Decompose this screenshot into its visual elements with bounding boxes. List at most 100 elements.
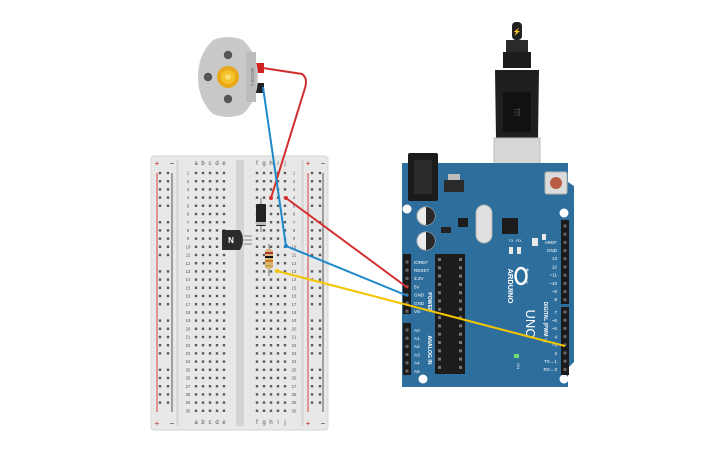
breadboard-hole[interactable] [201, 262, 205, 265]
rail-hole[interactable] [166, 253, 170, 257]
breadboard-hole[interactable] [201, 360, 205, 363]
breadboard-hole[interactable] [208, 385, 212, 388]
rail-hole[interactable] [310, 245, 314, 248]
rail-hole[interactable] [166, 171, 170, 175]
header-pin[interactable] [563, 318, 567, 322]
header-pin[interactable] [405, 336, 409, 340]
rail-hole[interactable] [310, 401, 314, 404]
breadboard-hole[interactable] [269, 344, 273, 347]
breadboard-hole[interactable] [201, 393, 205, 396]
breadboard-hole[interactable] [201, 212, 205, 216]
breadboard-hole[interactable] [283, 204, 287, 207]
breadboard-hole[interactable] [276, 303, 280, 306]
rail-hole[interactable] [318, 385, 322, 388]
rail-hole[interactable] [318, 344, 322, 347]
breadboard-hole[interactable] [208, 245, 212, 248]
breadboard-hole[interactable] [222, 401, 226, 404]
breadboard-hole[interactable] [283, 212, 287, 216]
rail-hole[interactable] [310, 393, 314, 396]
breadboard-hole[interactable] [215, 360, 219, 363]
breadboard-hole[interactable] [262, 352, 266, 355]
breadboard-hole[interactable] [194, 286, 198, 289]
rail-hole[interactable] [158, 385, 162, 388]
breadboard-hole[interactable] [276, 360, 280, 363]
rail-hole[interactable] [318, 229, 322, 232]
breadboard-hole[interactable] [215, 335, 219, 339]
rail-hole[interactable] [158, 368, 162, 371]
breadboard-hole[interactable] [255, 171, 259, 175]
header-pin[interactable] [405, 344, 409, 348]
wire-yellow-pin3[interactable] [276, 270, 566, 347]
rail-hole[interactable] [310, 237, 314, 240]
breadboard-hole[interactable] [201, 270, 205, 273]
breadboard-hole[interactable] [269, 311, 273, 314]
rail-hole[interactable] [318, 303, 322, 306]
header-pin[interactable] [563, 298, 567, 302]
breadboard-hole[interactable] [262, 278, 266, 281]
breadboard-hole[interactable] [194, 229, 198, 232]
breadboard-hole[interactable] [201, 253, 205, 257]
rail-hole[interactable] [166, 221, 170, 224]
rail-hole[interactable] [318, 368, 322, 371]
breadboard-hole[interactable] [208, 180, 212, 183]
breadboard-hole[interactable] [194, 245, 198, 248]
breadboard-hole[interactable] [208, 286, 212, 289]
breadboard-hole[interactable] [194, 237, 198, 240]
rail-hole[interactable] [166, 385, 170, 388]
rail-hole[interactable] [166, 393, 170, 396]
breadboard-hole[interactable] [201, 344, 205, 347]
breadboard-hole[interactable] [222, 327, 226, 330]
breadboard-hole[interactable] [276, 368, 280, 371]
breadboard-hole[interactable] [283, 229, 287, 232]
breadboard-hole[interactable] [269, 229, 273, 232]
breadboard-hole[interactable] [262, 303, 266, 306]
breadboard-hole[interactable] [201, 376, 205, 380]
rail-hole[interactable] [166, 180, 170, 183]
breadboard-hole[interactable] [222, 335, 226, 339]
rail-hole[interactable] [158, 344, 162, 347]
rail-hole[interactable] [158, 204, 162, 207]
breadboard-hole[interactable] [262, 385, 266, 388]
breadboard-hole[interactable] [194, 270, 198, 273]
breadboard-hole[interactable] [208, 303, 212, 306]
breadboard-hole[interactable] [255, 360, 259, 363]
breadboard-hole[interactable] [262, 393, 266, 396]
breadboard-hole[interactable] [222, 253, 226, 257]
rail-hole[interactable] [318, 278, 322, 281]
breadboard-hole[interactable] [262, 196, 266, 199]
rail-hole[interactable] [318, 270, 322, 273]
breadboard-hole[interactable] [215, 270, 219, 273]
header-pin[interactable] [563, 290, 567, 294]
breadboard-hole[interactable] [194, 253, 198, 257]
rail-hole[interactable] [158, 188, 162, 191]
wire-red-5v[interactable] [285, 197, 409, 289]
breadboard-hole[interactable] [201, 196, 205, 199]
breadboard-hole[interactable] [276, 352, 280, 355]
breadboard-hole[interactable] [262, 327, 266, 330]
rail-hole[interactable] [318, 180, 322, 183]
rail-hole[interactable] [318, 196, 322, 199]
breadboard-hole[interactable] [215, 253, 219, 257]
breadboard-hole[interactable] [269, 327, 273, 330]
breadboard-hole[interactable] [208, 409, 212, 412]
wire-blue-motor[interactable] [262, 86, 287, 247]
breadboard-hole[interactable] [208, 171, 212, 175]
breadboard-hole[interactable] [276, 335, 280, 339]
breadboard-hole[interactable] [255, 319, 259, 322]
breadboard-hole[interactable] [262, 253, 266, 257]
rail-hole[interactable] [310, 352, 314, 355]
header-pin[interactable] [563, 335, 567, 339]
breadboard-hole[interactable] [222, 204, 226, 207]
breadboard-hole[interactable] [222, 311, 226, 314]
breadboard-hole[interactable] [283, 335, 287, 339]
breadboard-hole[interactable] [269, 335, 273, 339]
breadboard-hole[interactable] [276, 344, 280, 347]
breadboard-hole[interactable] [208, 196, 212, 199]
breadboard-hole[interactable] [269, 286, 273, 289]
breadboard-hole[interactable] [208, 368, 212, 371]
breadboard-hole[interactable] [222, 409, 226, 412]
breadboard-hole[interactable] [262, 229, 266, 232]
rail-hole[interactable] [158, 253, 162, 257]
breadboard-hole[interactable] [208, 221, 212, 224]
breadboard-hole[interactable] [255, 270, 259, 273]
